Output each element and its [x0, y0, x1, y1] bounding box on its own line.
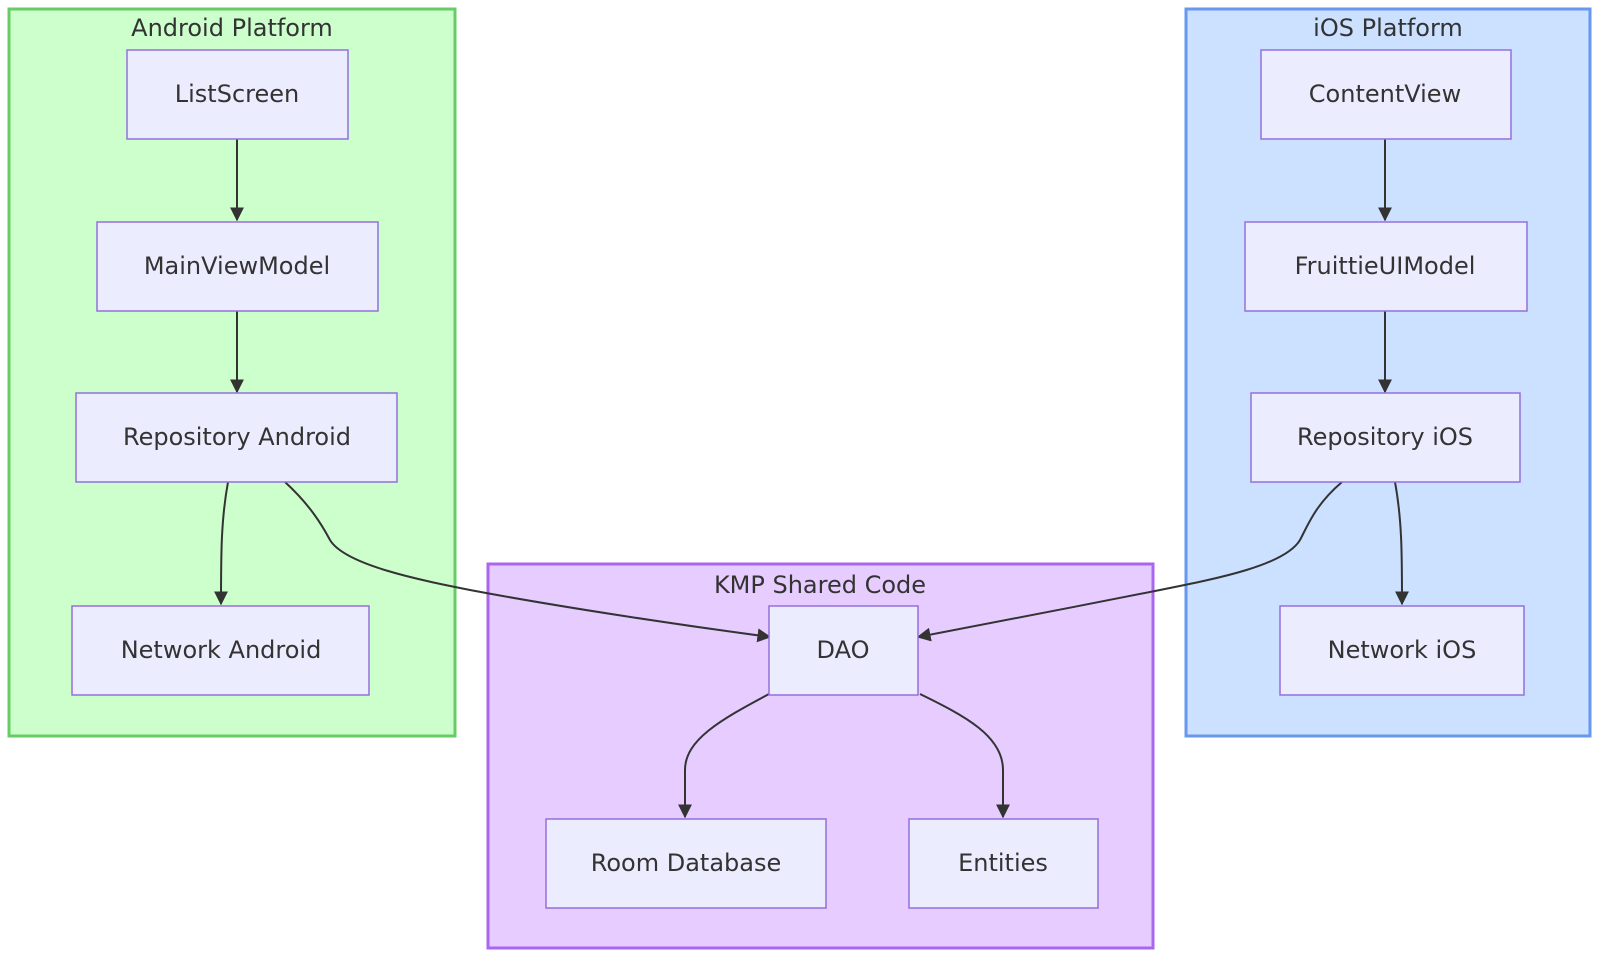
node-contentview: ContentView [1260, 49, 1512, 140]
node-repository-android-box [75, 392, 398, 483]
node-network-android-box [71, 605, 370, 696]
group-ios-label: iOS Platform [1313, 14, 1463, 42]
node-mainviewmodel: MainViewModel [96, 221, 379, 312]
node-fruittieuimodel-label: FruittieUIModel [1295, 252, 1476, 280]
node-entities-box [908, 818, 1099, 909]
node-fruittieuimodel-box [1244, 221, 1528, 312]
node-network-ios-label: Network iOS [1328, 636, 1477, 664]
node-contentview-label: ContentView [1309, 80, 1461, 108]
node-repository-ios-label: Repository iOS [1297, 423, 1473, 451]
node-listscreen-label: ListScreen [175, 80, 299, 108]
node-dao-box [768, 605, 919, 696]
node-room-database: Room Database [545, 818, 827, 909]
node-network-ios-box [1279, 605, 1525, 696]
node-network-android: Network Android [71, 605, 370, 696]
node-repository-android: Repository Android [75, 392, 398, 483]
node-contentview-box [1260, 49, 1512, 140]
edge-repository-android-network-android [214, 481, 229, 606]
edge-repository-android-dao [284, 481, 772, 643]
node-repository-ios-box [1250, 392, 1521, 483]
node-network-ios: Network iOS [1279, 605, 1525, 696]
node-listscreen: ListScreen [126, 49, 349, 140]
node-listscreen-box [126, 49, 349, 140]
node-network-android-label: Network Android [121, 636, 322, 664]
node-room-database-label: Room Database [591, 849, 782, 877]
node-dao: DAO [768, 605, 919, 696]
edge-dao-entities [919, 693, 1010, 819]
node-repository-ios: Repository iOS [1250, 392, 1521, 483]
group-kmp-label: KMP Shared Code [714, 571, 926, 599]
node-repository-android-label: Repository Android [123, 423, 351, 451]
group-android-label: Android Platform [131, 14, 333, 42]
node-dao-label: DAO [817, 636, 870, 664]
node-fruittieuimodel: FruittieUIModel [1244, 221, 1528, 312]
node-mainviewmodel-label: MainViewModel [144, 252, 330, 280]
node-entities-label: Entities [958, 849, 1048, 877]
node-entities: Entities [908, 818, 1099, 909]
edge-repository-ios-network-ios [1394, 481, 1409, 606]
edges [214, 139, 1409, 819]
node-room-database-box [545, 818, 827, 909]
node-mainviewmodel-box [96, 221, 379, 312]
edge-repository-ios-dao [916, 481, 1343, 642]
edge-dao-room-database [678, 693, 770, 819]
